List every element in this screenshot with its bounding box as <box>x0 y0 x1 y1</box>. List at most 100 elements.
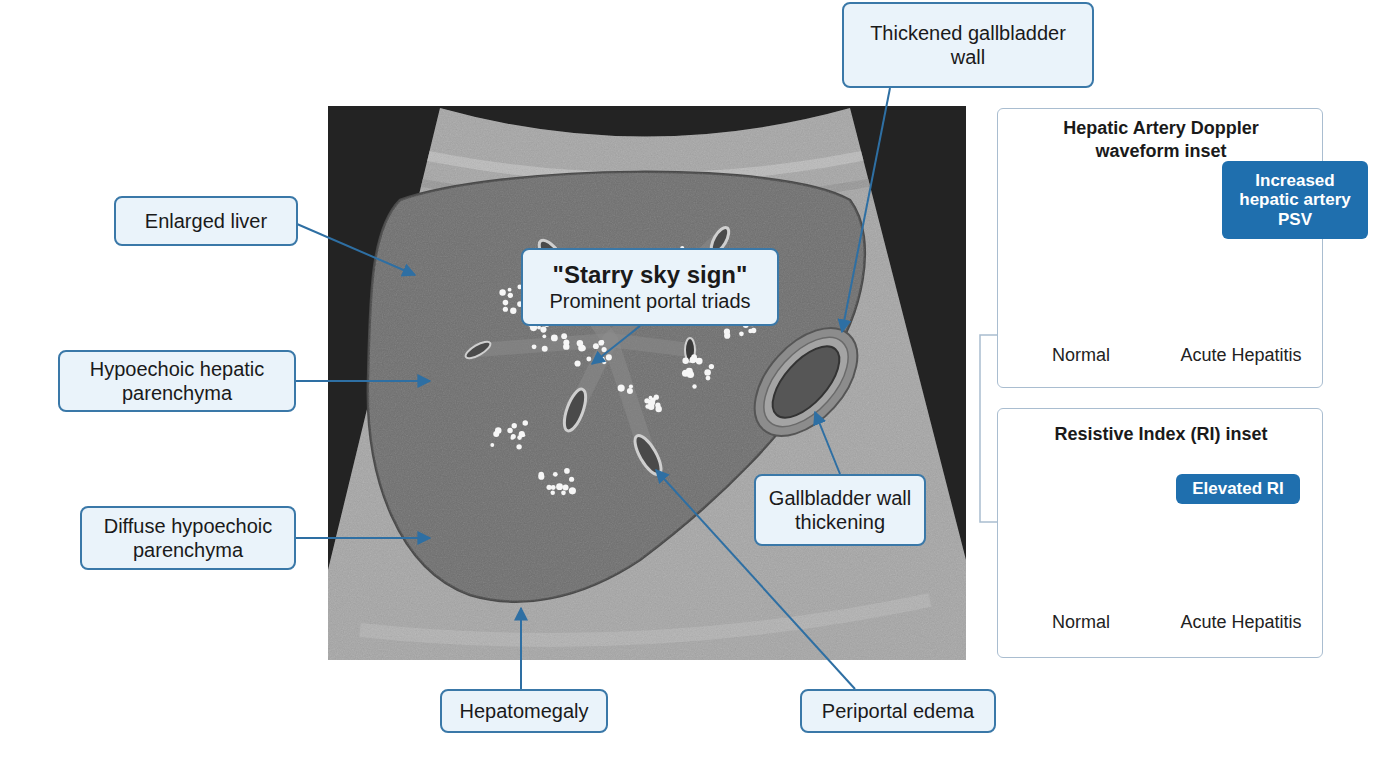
bright-echo <box>563 485 569 491</box>
bright-echo <box>706 376 711 381</box>
bright-echo <box>551 485 556 490</box>
bright-echo <box>503 307 508 312</box>
callout-box: Gallbladder wall thickening <box>754 474 926 546</box>
bright-echo <box>542 334 546 338</box>
bright-echo <box>593 343 599 349</box>
callout-text: Periportal edema <box>822 699 974 723</box>
bright-echo <box>507 428 512 433</box>
bright-echo <box>564 468 570 474</box>
bright-echo <box>556 483 563 490</box>
highlight-badge: Elevated RI <box>1176 474 1300 504</box>
chart-label: Acute Hepatitis <box>1161 612 1321 633</box>
gallbladder-wall-layer <box>748 322 863 441</box>
callout-box: Periportal edema <box>800 689 996 733</box>
callout-text: Enlarged liver <box>145 209 267 233</box>
bright-echo <box>561 333 567 339</box>
bright-echo <box>704 369 711 376</box>
bright-echo <box>551 334 558 341</box>
bright-echo <box>682 358 688 364</box>
leader-line <box>297 224 415 275</box>
bright-echo <box>503 300 509 306</box>
callout-heading: "Starry sky sign" <box>553 261 748 290</box>
bright-echo <box>537 326 541 330</box>
gallbladder-wall <box>735 309 877 455</box>
gallbladder-lumen <box>761 335 851 429</box>
bright-echo <box>540 327 546 333</box>
bright-echo <box>508 288 512 292</box>
bright-echo <box>580 346 585 351</box>
inset-bracket <box>980 335 997 522</box>
bright-echo <box>724 329 730 335</box>
callout-box: Hypoechoic hepatic parenchyma <box>58 350 296 412</box>
chart-label: Acute Hepatitis <box>1161 345 1321 366</box>
bright-echo <box>553 472 558 477</box>
leader-line <box>296 380 430 382</box>
bright-echo <box>519 431 525 437</box>
callout-text: Prominent portal triads <box>549 289 750 313</box>
chart-label: Normal <box>1001 345 1161 366</box>
bright-echo <box>606 354 612 360</box>
bright-echo <box>561 490 566 495</box>
bright-echo <box>690 356 697 363</box>
bright-echo <box>511 434 516 439</box>
chart-label: Normal <box>1001 612 1161 633</box>
bright-echo <box>542 346 548 352</box>
liver-texture <box>360 160 880 620</box>
callout-box: Enlarged liver <box>114 196 298 246</box>
leader-line <box>842 88 890 332</box>
bright-echo <box>586 356 591 361</box>
bright-echo <box>627 388 633 394</box>
bright-echo <box>655 403 660 408</box>
bright-echo <box>490 443 494 447</box>
bright-echo <box>569 487 576 494</box>
leader-line <box>296 537 430 539</box>
inset-title: Resistive Index (RI) inset <box>1011 423 1311 446</box>
bright-echo <box>538 472 544 478</box>
bright-echo <box>648 403 655 410</box>
bright-echo <box>551 491 555 495</box>
bright-echo <box>508 293 513 298</box>
bright-echo <box>748 329 753 334</box>
bright-echo <box>692 384 696 388</box>
bright-echo <box>602 347 607 352</box>
bright-echo <box>563 343 569 349</box>
speckle-texture <box>360 160 880 620</box>
callout-box: Thickened gallbladder wall <box>842 2 1094 88</box>
callout-text: Diffuse hypoechoic parenchyma <box>92 514 284 562</box>
highlight-badge: Increased hepatic artery PSV <box>1222 161 1368 239</box>
callout-text: Hepatomegaly <box>460 699 589 723</box>
bright-echo <box>512 423 517 428</box>
inset-panel: Resistive Index (RI) insetNormalAcute He… <box>997 408 1323 658</box>
bright-echo <box>629 384 633 388</box>
inset-panel: Hepatic Artery Doppler waveform insetNor… <box>997 108 1323 388</box>
badge-text: Increased hepatic artery PSV <box>1230 171 1360 230</box>
portal-vessel <box>463 339 492 362</box>
bright-echo <box>569 477 574 482</box>
bright-echo <box>574 360 580 366</box>
callout-text: Gallbladder wall thickening <box>766 486 914 534</box>
bright-echo <box>523 420 528 425</box>
callout-text: Thickened gallbladder wall <box>854 21 1082 69</box>
bright-echo <box>495 427 501 433</box>
bright-echo <box>600 340 604 344</box>
leader-line <box>815 412 840 474</box>
callout-text: Hypoechoic hepatic parenchyma <box>70 357 284 405</box>
bright-echo <box>499 289 505 295</box>
bright-echo <box>618 384 625 391</box>
portal-vessel <box>630 432 666 478</box>
inset-title: Hepatic Artery Doppler waveform inset <box>1036 117 1286 162</box>
bright-echo <box>687 371 694 378</box>
portal-vessel <box>560 387 590 434</box>
bright-echo <box>532 344 537 349</box>
callout-box: "Starry sky sign"Prominent portal triads <box>521 248 779 326</box>
badge-text: Elevated RI <box>1192 479 1284 499</box>
bright-echo <box>578 345 585 352</box>
bright-echo <box>598 340 604 346</box>
bright-echo <box>510 308 516 314</box>
bright-echo <box>709 364 714 369</box>
callout-box: Hepatomegaly <box>440 689 608 733</box>
leader-line <box>592 326 640 364</box>
callout-box: Diffuse hypoechoic parenchyma <box>80 506 296 570</box>
leader-line <box>520 608 522 689</box>
